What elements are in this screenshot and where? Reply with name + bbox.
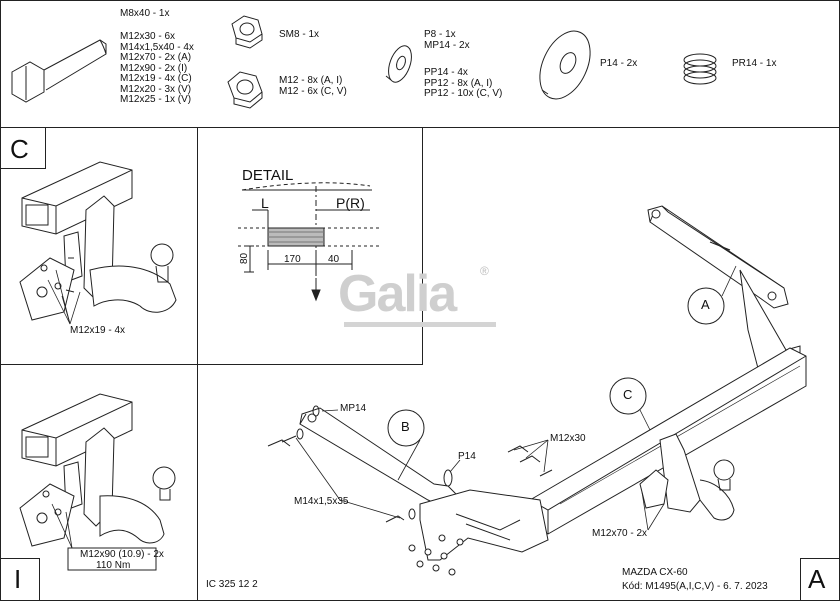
detail-dim-40: 40	[328, 254, 340, 265]
panel-i-towbar-drawing	[19, 393, 176, 571]
washer-item: MP14 - 2x	[424, 39, 470, 51]
bolt-item: M12x19 - 4x (C)	[120, 73, 192, 84]
washer-small-icon	[385, 45, 412, 83]
watermark-underline	[344, 322, 496, 327]
panel-letter-i: I	[14, 564, 22, 594]
part-m12-nuts: M12 - 8x (A, I) M12 - 6x (C, V)	[279, 75, 347, 97]
nut-item: M12 - 6x (C, V)	[279, 85, 347, 97]
bolt-item: M12x25 - 1x (V)	[120, 94, 192, 105]
bolt-item: M12x20 - 3x (V)	[120, 83, 192, 95]
panel-i-callout-bolt: M12x90 (10.9) - 2x	[80, 549, 164, 560]
letter-c-box	[0, 127, 46, 169]
detail-dim-170: 170	[284, 254, 301, 265]
part-p14: P14 - 2x	[600, 58, 638, 69]
part-pp-washers: PP14 - 4x PP12 - 8x (A, I) PP12 - 10x (C…	[424, 67, 503, 100]
panel-c-callout: M12x19 - 4x	[70, 325, 126, 336]
detail-dim-80: 80	[239, 252, 250, 264]
m12-nut-icon	[227, 71, 263, 109]
washer-item: P8 - 1x	[424, 29, 456, 40]
sm8-nut-icon	[231, 15, 263, 49]
detail-panel-frame	[197, 127, 423, 365]
label-m14x1-5x35: M14x1,5x35	[294, 496, 349, 507]
detail-drawing	[238, 182, 380, 302]
detail-left-label: L	[261, 195, 269, 211]
panel-letter-a: A	[808, 564, 826, 594]
footer-code: IC 325 12 2	[206, 579, 258, 590]
label-m12x70: M12x70 - 2x	[592, 528, 648, 539]
bolt-item: M14x1,5x40 - 4x	[120, 41, 194, 53]
part-bolt-list: M12x30 - 6x M14x1,5x40 - 4x M12x70 - 2x …	[120, 31, 194, 106]
callout-circle-c: C	[623, 387, 633, 402]
label-mp14: MP14	[340, 403, 367, 414]
label-p14: P14	[458, 451, 476, 462]
part-m8x40: M8x40 - 1x	[120, 8, 170, 19]
galia-watermark: Galia	[338, 265, 457, 323]
part-sm8: SM8 - 1x	[279, 29, 320, 40]
callout-circle-b: B	[401, 419, 410, 434]
bolt-icon	[11, 39, 107, 103]
watermark-registered-mark: ®	[480, 264, 489, 278]
nut-item: M12 - 8x (A, I)	[279, 75, 343, 86]
detail-right-label: P(R)	[336, 195, 365, 211]
detail-title: DETAIL	[242, 167, 294, 184]
main-towbar-drawing	[267, 205, 807, 576]
footer-kod: Kód: M1495(A,I,C,V) - 6. 7. 2023	[622, 581, 768, 592]
panel-i-callout-torque: 110 Nm	[96, 560, 131, 571]
panel-letter-c: C	[10, 134, 29, 164]
bolt-item: M12x90 - 2x (I)	[120, 62, 188, 74]
pp-item: PP12 - 8x (A, I)	[424, 77, 493, 89]
part-washers: P8 - 1x MP14 - 2x	[424, 29, 470, 51]
part-pr14: PR14 - 1x	[732, 58, 777, 69]
bolt-item: M12x70 - 2x (A)	[120, 52, 192, 63]
washer-large-icon	[539, 30, 591, 100]
label-m12x30: M12x30	[550, 433, 586, 444]
panel-c-towbar-drawing	[19, 161, 177, 325]
pp-item: PP12 - 10x (C, V)	[424, 88, 503, 99]
spring-washer-icon	[683, 53, 717, 85]
footer-model: MAZDA CX-60	[622, 567, 688, 578]
pp-item: PP14 - 4x	[424, 67, 468, 78]
callout-circle-a: A	[701, 297, 710, 312]
bolt-item: M12x30 - 6x	[120, 31, 176, 42]
